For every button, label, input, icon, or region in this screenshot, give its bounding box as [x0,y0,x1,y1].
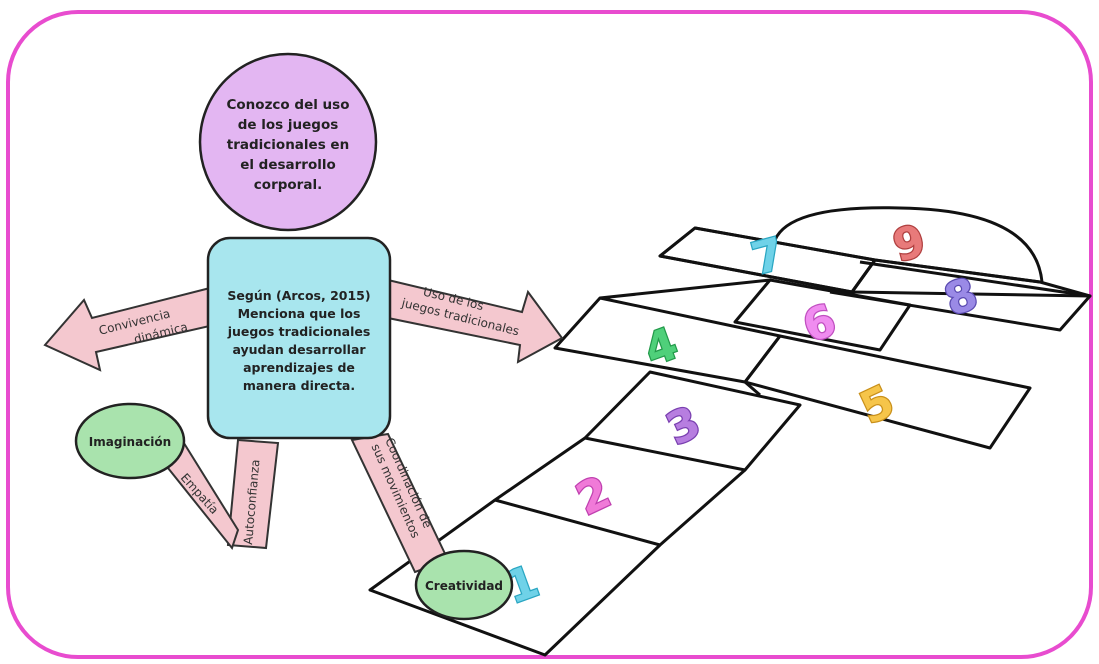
cell-6-outline [733,278,912,352]
body-line-5: aprendizajes de [243,360,355,375]
line-b [599,278,771,300]
head-line-4: el desarrollo [240,157,336,173]
imaginacion-bubble: Imaginación [74,402,186,480]
head-line-5: corporal. [254,177,322,193]
head-line-3: tradicionales en [227,137,349,153]
body-line-3: juegos tradicionales [227,324,371,339]
creatividad-bubble: Creatividad [414,549,514,621]
cell-8-outline [829,260,1092,332]
head-line-2: de los juegos [238,117,339,133]
creatividad-label: Creatividad [425,579,503,593]
body-line-4: ayudan desarrollar [232,342,366,357]
imaginacion-label: Imaginación [89,435,171,449]
cell-2-outline [493,436,746,547]
line-c [744,380,761,397]
hopscotch-semicircle [773,206,1044,283]
cell-5-outline [743,334,1032,450]
body-line-6: manera directa. [243,378,355,393]
head-circle: Conozco del uso de los juegos tradiciona… [198,52,378,232]
hopscotch [368,206,1092,657]
body-line-2: Menciona que los [238,306,361,321]
line-a [874,258,1041,284]
body-box: Según (Arcos, 2015) Menciona que los jue… [206,236,392,440]
head-line-1: Conozco del uso [227,97,350,113]
body-line-1: Según (Arcos, 2015) [227,288,370,303]
left-leg: Autoconfianza [226,438,280,550]
